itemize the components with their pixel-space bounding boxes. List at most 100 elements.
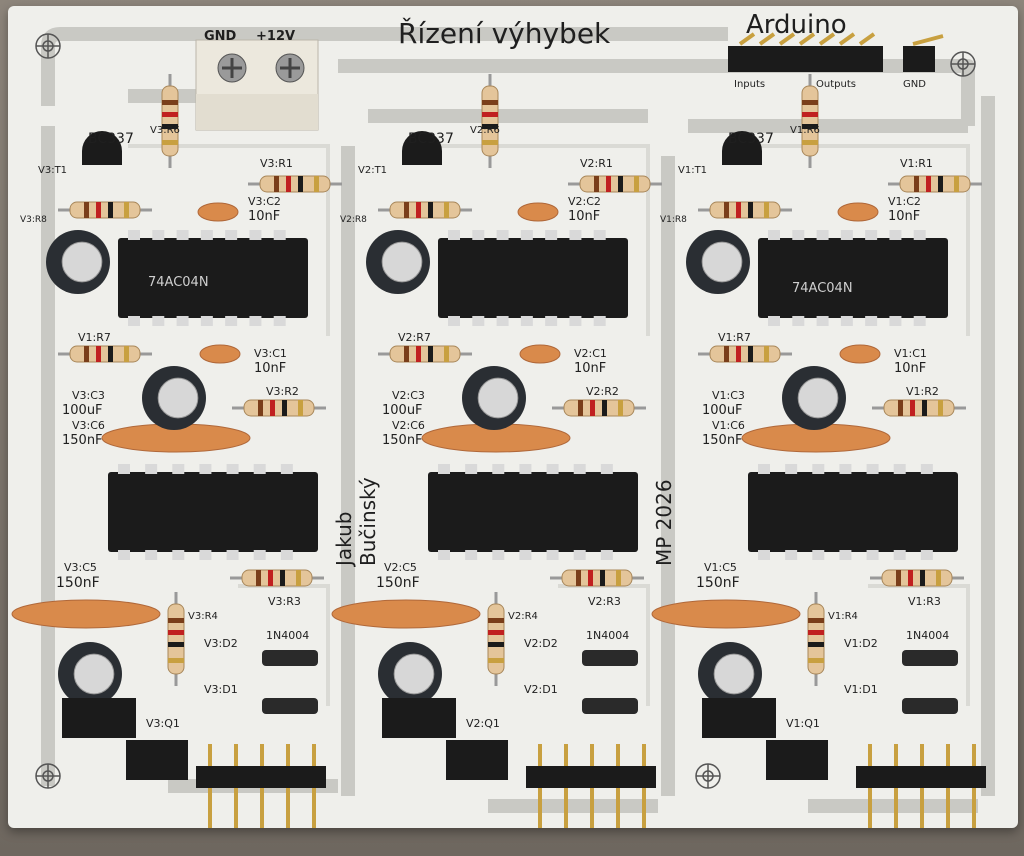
label-r4: V3:R4 — [188, 611, 218, 622]
diode — [902, 698, 958, 714]
electrolytic-capacitor — [46, 230, 110, 294]
label-r4: V2:R4 — [508, 611, 538, 622]
ceramic-capacitor — [331, 599, 481, 629]
outputs-label: Outputs — [816, 79, 856, 90]
mosfet — [766, 740, 828, 780]
label-c3: V3:C3 — [72, 389, 105, 402]
board-title: Řízení výhybek — [398, 17, 611, 50]
label-c3-value: 100uF — [702, 403, 743, 418]
arduino-label: Arduino — [746, 10, 847, 40]
electrolytic-capacitor — [58, 642, 122, 706]
inverter-ic — [758, 230, 948, 326]
label-diode-type: 1N4004 — [266, 629, 310, 642]
label-r3: V3:R3 — [268, 595, 301, 608]
ceramic-capacitor — [517, 202, 559, 222]
label-r4: V1:R4 — [828, 611, 858, 622]
resistor — [58, 345, 152, 363]
label-c5: V3:C5 — [64, 561, 97, 574]
author-last-name: Bučinský — [356, 477, 380, 566]
transistor — [722, 131, 762, 151]
resistor — [698, 345, 792, 363]
label-r1: V1:R1 — [900, 157, 933, 170]
mounting-holes — [35, 33, 976, 789]
label-c3: V2:C3 — [392, 389, 425, 402]
label-transistor-type: BC337 — [728, 131, 774, 147]
label-c1-value: 10nF — [254, 361, 287, 376]
resistor — [872, 399, 966, 417]
electrolytic-capacitor — [378, 642, 442, 706]
label-t1: V1:T1 — [678, 165, 708, 176]
label-r6: V3:R6 — [150, 125, 180, 136]
timer-ic — [108, 464, 318, 560]
resistor — [870, 569, 964, 587]
inverter-ic — [438, 230, 628, 326]
label-d1: V3:D1 — [204, 683, 238, 696]
label-r7: V1:R7 — [718, 331, 751, 344]
label-diode-type: 1N4004 — [586, 629, 630, 642]
electrolytic-capacitor — [782, 366, 846, 430]
resistor — [807, 592, 825, 686]
label-r8: V2:R8 — [340, 215, 367, 225]
label-q1: V3:Q1 — [146, 717, 180, 730]
label-c1: V1:C1 — [894, 347, 927, 360]
label-c5: V1:C5 — [704, 561, 737, 574]
label-c5-value: 150nF — [56, 575, 100, 591]
resistor — [888, 175, 982, 193]
electrolytic-capacitor — [698, 642, 762, 706]
label-t1: V2:T1 — [358, 165, 388, 176]
ceramic-capacitor — [197, 202, 239, 222]
label-transistor-type: BC337 — [408, 131, 454, 147]
label-c1: V2:C1 — [574, 347, 607, 360]
label-c6: V1:C6 — [712, 419, 745, 432]
resistor — [248, 175, 342, 193]
ceramic-capacitor — [11, 599, 161, 629]
ic-marking-v3: 74AC04N — [148, 275, 209, 290]
label-c6-value: 150nF — [62, 433, 103, 448]
ceramic-capacitor — [199, 344, 241, 364]
label-c2-value: 10nF — [568, 209, 601, 224]
resistor — [698, 201, 792, 219]
label-r8: V3:R8 — [20, 215, 47, 225]
label-c5: V2:C5 — [384, 561, 417, 574]
pin-header — [196, 766, 326, 788]
project-code: MP 2026 — [652, 479, 676, 566]
ceramic-capacitor — [839, 344, 881, 364]
gnd-label: GND — [903, 79, 926, 90]
label-r7: V1:R7 — [78, 331, 111, 344]
label-r7: V2:R7 — [398, 331, 431, 344]
mosfet — [62, 698, 136, 738]
terminal-gnd-label: GND — [204, 29, 237, 44]
resistor — [167, 592, 185, 686]
label-c3-value: 100uF — [382, 403, 423, 418]
pcb-board: Řízení výhybek Arduino Inputs Outputs GN… — [8, 6, 1018, 828]
inverter-ic — [118, 230, 308, 326]
label-r2: V1:R2 — [906, 385, 939, 398]
electrolytic-capacitor — [462, 366, 526, 430]
pin-header — [526, 766, 656, 788]
label-c1-value: 10nF — [574, 361, 607, 376]
diode — [262, 650, 318, 666]
label-transistor-type: BC337 — [88, 131, 134, 147]
label-c6: V3:C6 — [72, 419, 105, 432]
arduino-header — [728, 32, 944, 72]
ceramic-capacitor — [519, 344, 561, 364]
label-c5-value: 150nF — [376, 575, 420, 591]
label-r1: V2:R1 — [580, 157, 613, 170]
electrolytic-capacitor — [686, 230, 750, 294]
resistor — [550, 569, 644, 587]
label-r1: V3:R1 — [260, 157, 293, 170]
resistor — [801, 74, 819, 168]
mosfet — [382, 698, 456, 738]
transistor — [402, 131, 442, 151]
mosfet — [446, 740, 508, 780]
label-c5-value: 150nF — [696, 575, 740, 591]
pcb-artwork — [11, 27, 995, 828]
mosfet — [126, 740, 188, 780]
label-d2: V1:D2 — [844, 637, 878, 650]
electrolytic-capacitor — [142, 366, 206, 430]
label-c6-value: 150nF — [382, 433, 423, 448]
resistor — [161, 74, 179, 168]
diode — [582, 698, 638, 714]
inputs-label: Inputs — [734, 79, 766, 90]
label-diode-type: 1N4004 — [906, 629, 950, 642]
